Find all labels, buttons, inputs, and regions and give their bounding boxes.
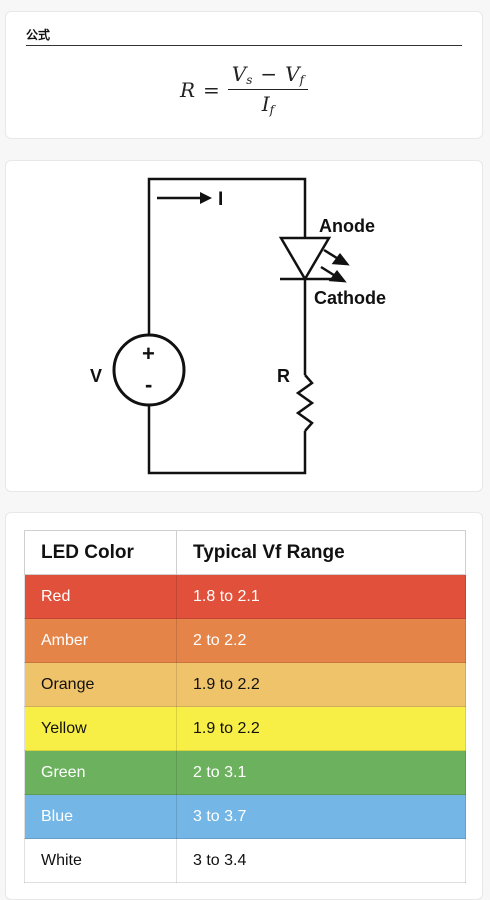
anode-label: Anode — [319, 216, 375, 236]
table-header-row: LED Color Typical Vf Range — [24, 530, 466, 575]
wire-top — [147, 177, 307, 335]
denominator-i: I — [261, 92, 270, 116]
plus-sign: + — [142, 341, 155, 366]
denominator-i-sub: f — [269, 103, 275, 117]
diode-triangle — [278, 236, 332, 282]
led-color-cell: Orange — [24, 662, 177, 707]
numerator-v-sub: s — [246, 73, 253, 87]
vf-range-cell: 1.8 to 2.1 — [176, 574, 466, 619]
resistor-label: R — [277, 366, 290, 386]
formula-fraction: Vs−Vf If — [227, 62, 309, 117]
led-color-cell: Red — [24, 574, 177, 619]
led-color-cell: Amber — [24, 618, 177, 663]
minus-sign: - — [145, 372, 152, 397]
led-color-cell: Green — [24, 750, 177, 795]
led-circuit-diagram: I Anode Cathode V + - R — [90, 177, 386, 475]
light-emission-arrows — [320, 248, 350, 283]
led-color-cell: Yellow — [24, 706, 177, 751]
numerator-vf-sub: f — [299, 73, 305, 87]
header-led-color: LED Color — [24, 530, 177, 575]
voltage-source-symbol — [112, 333, 186, 407]
led-color-cell: White — [24, 838, 177, 883]
vf-range-cell: 2 to 2.2 — [176, 618, 466, 663]
header-vf-range: Typical Vf Range — [176, 530, 466, 575]
formula-numerator: Vs−Vf — [228, 62, 308, 89]
circuit-card: I Anode Cathode V + - R — [5, 160, 483, 492]
formula-lhs: R — [179, 77, 195, 102]
numerator-v: V — [231, 62, 247, 86]
led-color-cell: Blue — [24, 794, 177, 839]
vf-range-cell: 2 to 3.1 — [176, 750, 466, 795]
vf-range-cell: 3 to 3.4 — [176, 838, 466, 883]
fraction-bar — [227, 89, 309, 90]
formula-card: 公式 R = Vs−Vf If — [5, 11, 483, 139]
current-arrow — [157, 192, 212, 204]
vf-range-cell: 1.9 to 2.2 — [176, 706, 466, 751]
resistor-symbol — [295, 374, 315, 432]
cathode-label: Cathode — [314, 288, 386, 308]
current-label: I — [218, 189, 223, 210]
formula-denominator: If — [262, 90, 274, 117]
wire-bottom — [147, 405, 307, 475]
vf-range-cell: 3 to 3.7 — [176, 794, 466, 839]
vf-range-cell: 1.9 to 2.2 — [176, 662, 466, 707]
numerator-vf: V — [285, 62, 300, 86]
formula-equals: = — [203, 77, 220, 102]
heading-divider — [26, 45, 462, 46]
formula-minus: − — [260, 62, 278, 86]
formula-heading: 公式 — [26, 28, 51, 42]
resistor-formula: R = Vs−Vf If — [6, 62, 482, 117]
voltage-label: V — [90, 366, 102, 386]
